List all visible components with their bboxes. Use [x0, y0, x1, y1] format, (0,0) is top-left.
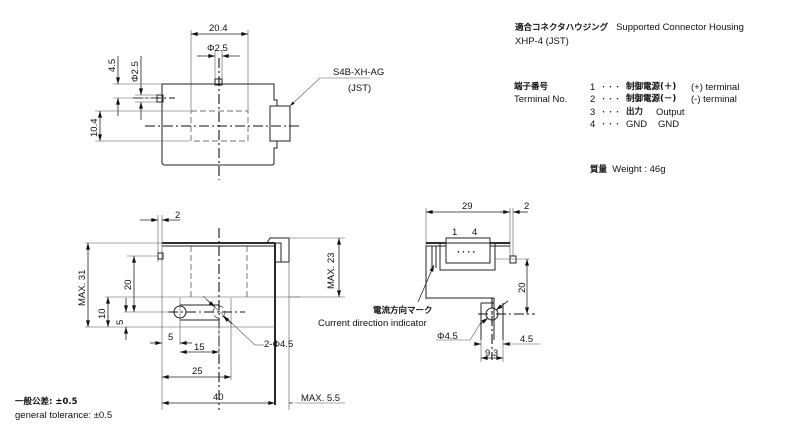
- connector-title-en: Supported Connector Housing: [616, 22, 744, 33]
- tolerance-note: 一般公差: ±0.5 general tolerance: ±0.5: [15, 396, 112, 422]
- connector-part: XHP-4 (JST): [515, 36, 569, 47]
- terminal-jp: 制御電源(－): [626, 94, 677, 105]
- terminal-label-en: Terminal No.: [514, 94, 568, 106]
- dim-holes: 2-Φ4.5: [264, 339, 293, 350]
- terminal-no: 3: [590, 106, 596, 118]
- current-mark-jp: 電流方向マーク: [373, 305, 433, 316]
- terminal-en: (+) terminal: [691, 81, 740, 93]
- dim-slot-len: 15: [194, 342, 205, 353]
- terminal-row: 2 ・・・ 制御電源(－) (-) terminal: [590, 94, 790, 107]
- dim-slot-height: 10: [97, 308, 108, 319]
- terminal-jp: 制御電源(＋): [626, 81, 677, 92]
- pin-label-4: 4: [472, 227, 477, 238]
- terminal-jp: GND: [626, 119, 648, 131]
- dim-hole-offset: 5: [115, 320, 126, 325]
- dim-window-height: 10.4: [89, 119, 100, 138]
- tolerance-en: general tolerance: ±0.5: [15, 410, 113, 421]
- dim-length: 40: [213, 392, 224, 403]
- dim-side-pin: 2: [524, 201, 529, 212]
- dim-max-height: MAX. 31: [77, 270, 88, 306]
- terminal-label-jp: 端子番号: [514, 81, 549, 92]
- dim-front-pin: 2: [175, 210, 180, 221]
- current-mark-en: Current direction indicator: [318, 318, 427, 329]
- connector-title-jp: 適合コネクタハウジング: [515, 23, 609, 33]
- dim-side-hole: Φ2.5: [130, 61, 141, 82]
- tolerance-jp: 一般公差: ±0.5: [15, 397, 78, 407]
- terminal-dots: ・・・: [600, 96, 621, 104]
- weight-value: 46g: [649, 164, 666, 175]
- terminal-no: 4: [590, 119, 596, 131]
- weight-note: 質量 Weight : 46g: [590, 162, 665, 178]
- dim-tab-offset: 4.5: [520, 334, 533, 345]
- terminal-jp: 出力: [626, 106, 644, 117]
- dim-slot-x: 5: [168, 332, 173, 343]
- terminal-row: 4 ・・・ GND GND: [590, 119, 790, 132]
- dim-top-width: 20.4: [209, 23, 228, 34]
- dim-side-hole-height: 20: [517, 282, 528, 293]
- dim-side-width: 29: [462, 201, 473, 212]
- dim-side-hole: Φ4.5: [437, 331, 458, 342]
- terminal-en: Output: [656, 106, 685, 118]
- side-connector-base: [439, 242, 496, 271]
- terminal-en: (-) terminal: [691, 94, 737, 106]
- dim-top-offset: 4.5: [107, 59, 118, 72]
- connector-label: S4B-XH-AG: [333, 67, 384, 78]
- dim-hole-height: 20: [123, 279, 134, 290]
- terminal-no: 2: [590, 94, 596, 106]
- dim-depth: MAX. 5.5: [301, 393, 340, 404]
- terminal-dots: ・・・: [600, 108, 621, 116]
- pin-label-1: 1: [452, 227, 457, 238]
- terminal-no: 1: [590, 81, 596, 93]
- connector-box: [269, 105, 291, 142]
- weight-label-en: Weight :: [612, 164, 647, 175]
- dim-hole-span: 25: [192, 366, 203, 377]
- terminal-row: 3 ・・・ 出力 Output: [590, 106, 790, 119]
- terminal-dots: ・・・: [600, 83, 621, 91]
- dim-tab-width: 9.3: [485, 348, 498, 359]
- weight-label-jp: 質量: [590, 165, 608, 175]
- dim-top-hole: Φ2.5: [207, 43, 228, 54]
- connector-info: 適合コネクタハウジング Supported Connector Housing …: [515, 20, 744, 49]
- terminal-dots: ・・・: [600, 121, 621, 129]
- terminal-en: GND: [658, 119, 680, 131]
- dim-body-height: MAX. 23: [326, 253, 337, 289]
- front-view: 2 MAX. 31 20 10 5 5 15 25 40 MAX. 5.5 2-…: [77, 210, 345, 410]
- pin-dots: ····: [457, 247, 478, 258]
- side-view: 29 2 1 4 ···· 20 Φ4.5 9.3 4.5 電流方向マーク Cu…: [318, 201, 540, 362]
- connector-maker: (JST): [348, 83, 371, 94]
- top-view: 20.4 Φ2.5 4.5 Φ2.5 10.4 S4B-XH-AG (JST): [89, 23, 384, 180]
- terminal-row: 1 ・・・ 制御電源(＋) (+) terminal: [590, 81, 790, 94]
